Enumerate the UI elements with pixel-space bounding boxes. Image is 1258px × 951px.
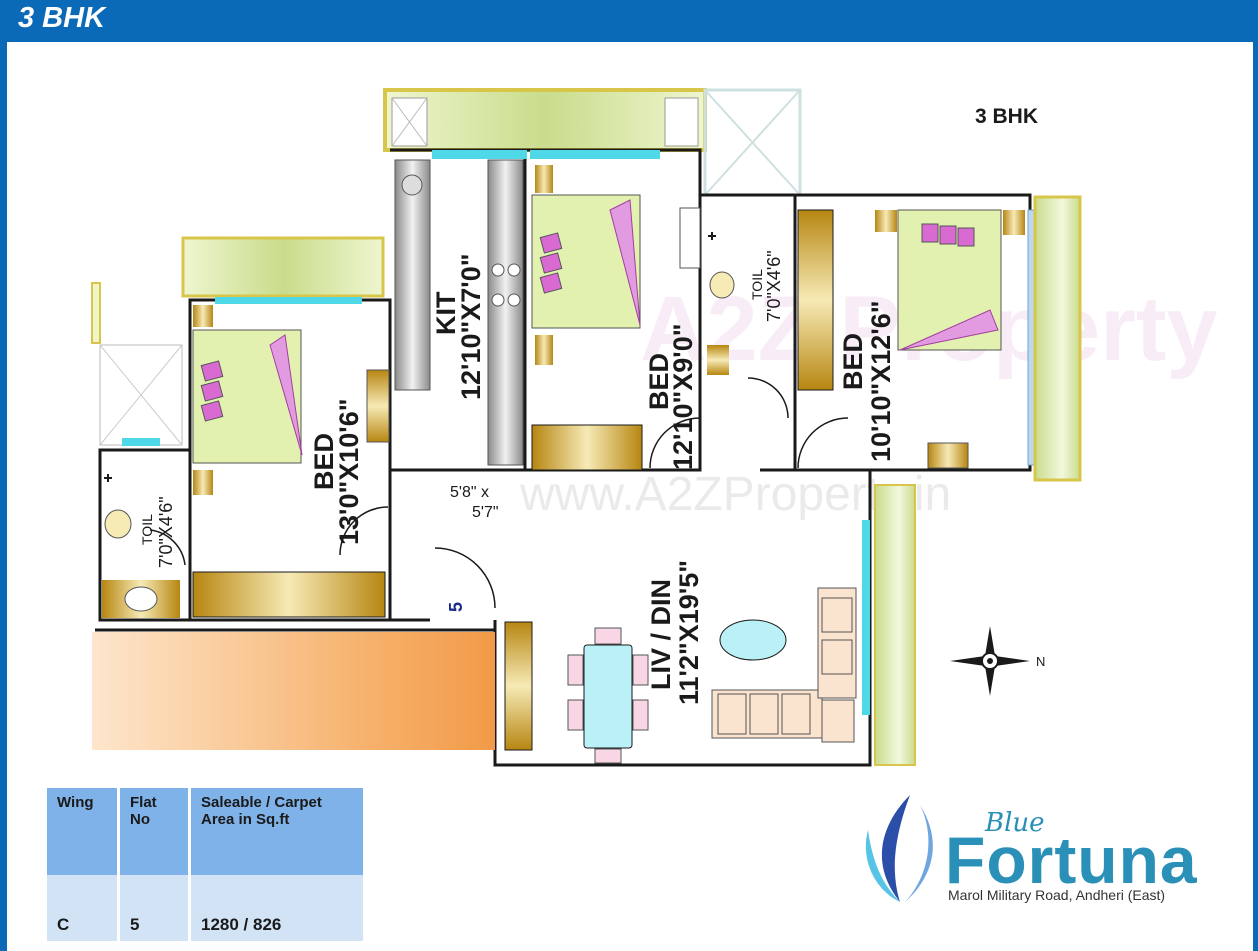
tv-unit-right [927,442,969,469]
dining-set [567,627,649,764]
living-console [504,621,533,751]
logo-name: Fortuna [945,823,1198,897]
toilet-left-name: TOIL [139,514,155,545]
top-balcony [383,88,707,152]
bed-right-furniture [875,209,1025,351]
wing-header: Wing [47,788,117,875]
living-balcony [874,484,916,766]
bed-middle-name: BED [644,353,674,410]
bed-left-furniture [192,305,303,495]
toilet-left-fixtures [102,474,180,618]
bed-left-size: 13'0"X10'6" [334,398,364,545]
toilet-right-size: 7'0"X4'6" [764,250,784,322]
toilet-right-name: TOIL [749,269,765,300]
stove-icon [491,263,521,307]
bed-right-size: 10'10"X12'6" [866,300,896,462]
logo-address: Marol Military Road, Andheri (East) [948,887,1166,903]
frame-right-border [1253,42,1258,951]
bed-left-name: BED [309,433,339,490]
compass-label: N [1036,654,1045,669]
left-balcony [181,236,385,298]
logo-mark [865,795,933,902]
doors [149,377,849,609]
living-size: 11'2"X19'5" [674,560,704,705]
coffee-table [719,619,787,661]
top-balcony-duct-right [664,97,699,147]
kitchen-counter-left [394,159,431,391]
flat-number: 5 [446,602,466,612]
passage-size-top: 5'8" x [450,484,489,501]
kitchen-size: 12'10"X7'0" [456,253,486,400]
page-title: 3 BHK [18,2,106,34]
wardrobe-left [192,571,386,618]
logo-script: Blue [985,808,1045,838]
sofa-set [711,587,857,743]
area-cell: 1280 / 826 [191,908,363,941]
bed-right-name: BED [838,333,868,390]
living-name: LIV / DIN [646,579,676,690]
kitchen-name: KIT [431,291,461,335]
common-passage [92,632,495,750]
passage-size-bottom: 5'7" [472,504,499,521]
kitchen-sink [401,174,423,196]
wing-cell: C [47,908,117,941]
windows [122,150,870,715]
toilet-right-fixtures [679,207,735,375]
table-row: C 5 1280 / 826 [47,908,363,941]
bed-middle-furniture [531,165,641,365]
toilet-left-size: 7'0"X4'6" [156,496,176,568]
bed-middle-size: 12'10"X9'0" [668,323,698,470]
plan-type-label: 3 BHK [975,105,1038,128]
page-header: 3 BHK [0,0,1258,42]
flat-no-cell: 5 [120,908,188,941]
wardrobe-middle [531,424,643,471]
compass-icon [950,626,1030,696]
tv-unit-left [366,369,390,443]
frame-left-border [0,42,7,951]
far-left-ledge [91,282,101,344]
wardrobe-right [797,209,834,391]
kitchen-counter-right [487,159,524,466]
right-balcony [1033,195,1082,482]
